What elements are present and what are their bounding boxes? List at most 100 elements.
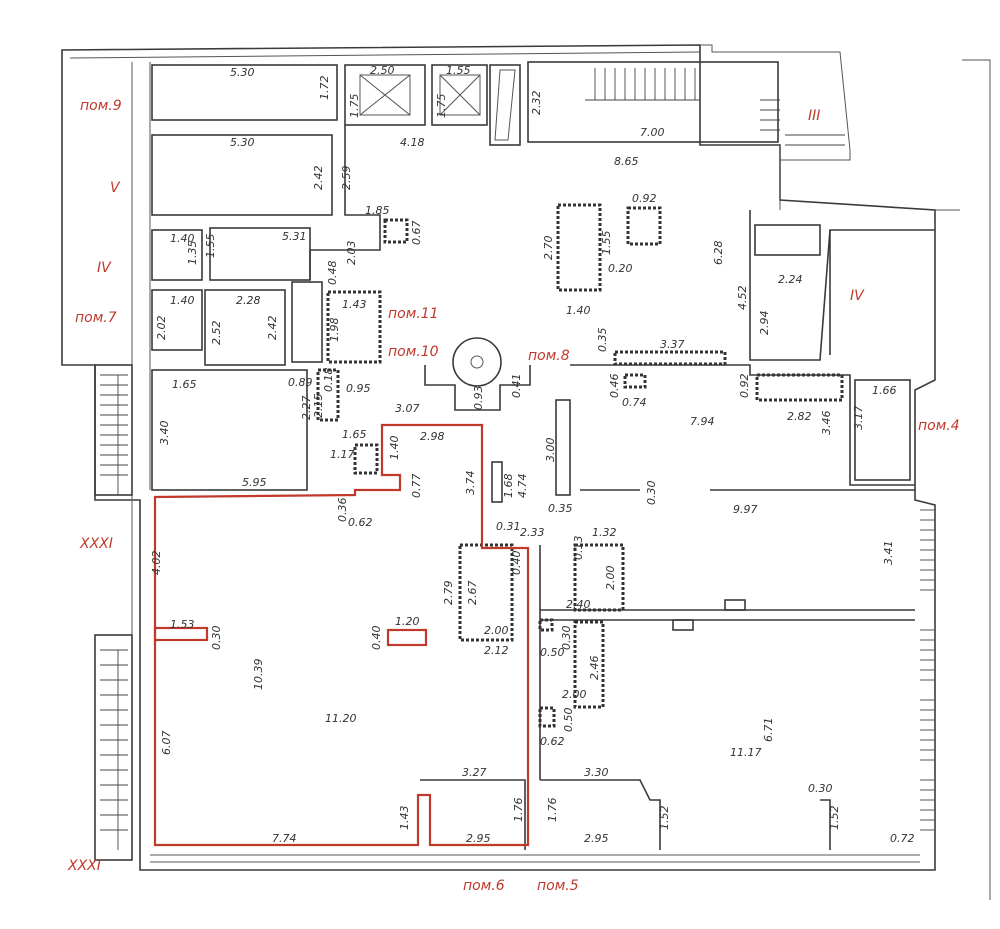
dim: 5.31 xyxy=(282,230,307,243)
dim: 0.40 xyxy=(510,551,523,576)
dim: 2.02 xyxy=(155,316,168,341)
label-pom10: пом.10 xyxy=(388,344,439,360)
dim: 7.74 xyxy=(272,832,297,845)
room-labels: пом.9 V IV пом.7 пом.11 пом.10 пом.8 III… xyxy=(67,98,960,894)
dim: 2.46 xyxy=(588,656,601,681)
label-pom7: пом.7 xyxy=(75,310,117,326)
dim: 2.00 xyxy=(484,624,509,637)
elevator-shafts xyxy=(344,64,521,146)
dim: 1.40 xyxy=(170,232,195,245)
dim: 0.41 xyxy=(510,374,523,399)
dim: 11.17 xyxy=(730,746,762,759)
dim: 0.48 xyxy=(326,261,339,286)
dim: 2.70 xyxy=(542,236,555,261)
dim: 7.00 xyxy=(640,126,665,139)
dim: 1.35 xyxy=(186,241,199,266)
dim: 0.31 xyxy=(496,520,521,533)
dim: 0.30 xyxy=(210,626,223,651)
dim: 2.94 xyxy=(758,311,771,336)
label-pom9: пом.9 xyxy=(80,98,122,114)
dim: 2.42 xyxy=(266,316,279,341)
dim: 11.20 xyxy=(325,712,357,725)
dim: 0.30 xyxy=(645,481,658,506)
dim: 6.07 xyxy=(160,731,173,756)
dim: 5.30 xyxy=(230,66,255,79)
dim: 0.77 xyxy=(410,474,423,499)
label-v: V xyxy=(110,180,121,196)
dim: 1.85 xyxy=(365,204,390,217)
dim: 1.52 xyxy=(658,806,671,831)
left-rooms xyxy=(151,64,338,491)
dim: 0.62 xyxy=(540,735,565,748)
dim: 2.28 xyxy=(236,294,261,307)
dimension-labels: 5.30 1.72 2.50 1.75 1.55 1.75 2.32 7.00 … xyxy=(150,64,915,845)
dim: 1.76 xyxy=(512,798,525,823)
central-walls xyxy=(291,125,935,475)
dim: 4.74 xyxy=(516,474,529,499)
dim: 2.33 xyxy=(520,526,545,539)
dim: 1.68 xyxy=(502,474,515,499)
label-iv-left: IV xyxy=(97,260,112,276)
dim: 2.00 xyxy=(604,566,617,591)
dim: 1.40 xyxy=(388,436,401,461)
dim: 1.32 xyxy=(592,526,617,539)
dim: 1.43 xyxy=(342,298,367,311)
dim: 1.53 xyxy=(170,618,195,631)
dim: 0.18 xyxy=(322,368,335,393)
dim: 2.24 xyxy=(778,273,803,286)
dim: 2.32 xyxy=(530,91,543,116)
dim: 1.43 xyxy=(398,806,411,831)
dim: 2.40 xyxy=(566,598,591,611)
dim: 0.92 xyxy=(738,374,751,399)
dim: 0.92 xyxy=(632,192,657,205)
dim: 0.35 xyxy=(548,502,573,515)
dim: 0.50 xyxy=(562,708,575,733)
dim: 0.93 xyxy=(472,386,485,411)
dim: 1.75 xyxy=(435,94,448,119)
label-iv-right: IV xyxy=(850,288,865,304)
label-iii: III xyxy=(808,108,820,124)
dim: 6.28 xyxy=(712,241,725,266)
dim: 8.65 xyxy=(614,155,639,168)
label-xxxi-top: XXXI xyxy=(79,536,113,552)
dim: 0.40 xyxy=(370,626,383,651)
staircase-left-bottom xyxy=(94,634,133,861)
dim: 2.15 xyxy=(312,394,325,419)
dim: 1.20 xyxy=(395,615,420,628)
label-xxxi-bottom: XXXI xyxy=(67,858,101,874)
dim: 2.82 xyxy=(787,410,812,423)
dim: 0.13 xyxy=(572,536,585,561)
dim: 2.42 xyxy=(312,166,325,191)
dim: 2.52 xyxy=(210,321,223,346)
dim: 3.40 xyxy=(158,421,171,446)
lower-rooms xyxy=(420,543,915,850)
dim: 1.66 xyxy=(872,384,897,397)
dim: 9.97 xyxy=(733,503,758,516)
dim: 0.89 xyxy=(288,376,313,389)
dim: 2.79 xyxy=(442,581,455,606)
right-middle-rooms xyxy=(491,350,915,503)
dim: 2.95 xyxy=(466,832,491,845)
dim: 1.55 xyxy=(204,234,217,259)
dim: 0.74 xyxy=(622,396,647,409)
dim: 6.71 xyxy=(762,718,775,743)
dim: 3.00 xyxy=(544,438,557,463)
windows-right xyxy=(920,509,935,831)
premises-boundary-red xyxy=(153,423,530,847)
staircase-left-top xyxy=(94,364,133,496)
dim: 3.37 xyxy=(660,338,685,351)
dim: 3.27 xyxy=(462,766,487,779)
dim: 2.59 xyxy=(340,166,353,191)
dim: 2.27 xyxy=(300,396,313,421)
dim: 0.72 xyxy=(890,832,915,845)
dim: 0.46 xyxy=(608,374,621,399)
label-pom8: пом.8 xyxy=(528,348,570,364)
dim: 0.30 xyxy=(560,626,573,651)
label-pom5: пом.5 xyxy=(537,878,579,894)
dim: 2.67 xyxy=(466,581,479,606)
round-column xyxy=(424,337,531,411)
dim: 1.55 xyxy=(446,64,471,77)
dim: 1.40 xyxy=(170,294,195,307)
dim: 5.95 xyxy=(242,476,267,489)
